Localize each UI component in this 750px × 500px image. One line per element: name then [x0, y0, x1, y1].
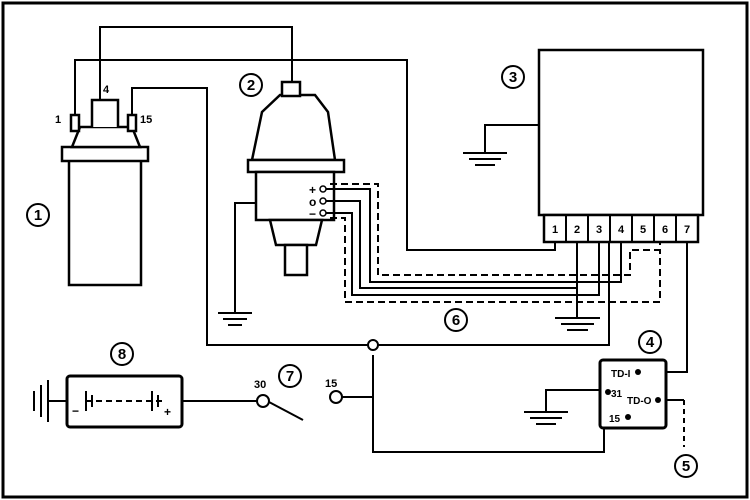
battery-ground: [33, 380, 67, 422]
callout-8: 8: [118, 346, 126, 363]
switch-terminal-30-label: 30: [254, 379, 266, 391]
coil-body: [67, 158, 143, 287]
callouts: 1 2 3 4 5 6 7 8: [26, 65, 698, 478]
coil-terminal-1-label: 1: [55, 114, 61, 126]
callout-3: 3: [509, 69, 517, 86]
coil-collar: [60, 145, 150, 163]
switch-terminal-15-label: 15: [325, 378, 337, 390]
control-unit-body: [537, 48, 705, 217]
switch-terminal-30: [256, 394, 270, 408]
distributor-collar: [246, 158, 346, 174]
module-ground: [524, 389, 600, 425]
callout-6-circle: [444, 308, 468, 332]
coil-terminal-4-label: 4: [103, 84, 110, 96]
callout-5-circle: [674, 454, 698, 478]
coil-terminal-1-post: [69, 113, 81, 133]
control-unit-pin-dividers: [565, 215, 677, 242]
distributor-center-tower: [280, 80, 302, 98]
distributor-ground: [218, 202, 256, 326]
wire-ht-coil-to-distributor: [99, 26, 293, 100]
module-label-15: 15: [609, 414, 621, 425]
module-body: [598, 358, 668, 430]
wiring: [74, 26, 688, 453]
callout-2: 2: [247, 77, 255, 94]
callout-3-circle: [501, 65, 525, 89]
callout-6: 6: [452, 312, 460, 329]
callout-4-circle: [638, 330, 662, 354]
distributor-minus-sign: −: [309, 207, 316, 221]
switch-terminal-15: [329, 390, 343, 404]
callout-7: 7: [286, 368, 294, 385]
ecu-pin-2: 2: [574, 224, 580, 236]
distributor-base: [268, 218, 324, 247]
ecu-pin-1: 1: [552, 224, 558, 236]
wire-coil-1-to-ecu-1: [74, 59, 556, 251]
callout-1: 1: [34, 207, 42, 224]
ecu-pin-3: 3: [596, 224, 602, 236]
switch-lever: [268, 401, 304, 421]
coil-terminal-15-post: [126, 113, 138, 133]
distributor-terminal: [319, 185, 327, 193]
coil-tower: [90, 98, 120, 127]
wire-switch-to-module-15: [342, 396, 605, 453]
control-unit-connector: [542, 213, 700, 244]
callout-4: 4: [646, 334, 655, 351]
battery-minus-label: −: [72, 404, 79, 418]
ignition-module: TD-I TD-O 31 15: [598, 358, 668, 430]
callout-7-circle: [278, 364, 302, 388]
ignition-switch: [256, 390, 343, 421]
distributor-shaft: [283, 243, 309, 277]
module-terminal-td-o: [655, 397, 661, 403]
module-label-td-i: TD-I: [611, 369, 631, 380]
module-terminal-td-i: [635, 369, 641, 375]
module-terminal-15: [625, 414, 631, 420]
wire-supply-continue: [378, 242, 610, 346]
coil-terminal-15-label: 15: [140, 114, 152, 126]
wire-sensor-o: [326, 200, 578, 289]
control-unit-pin-labels: 1 2 3 4 5 6 7: [552, 224, 690, 236]
ecu-pin-4: 4: [618, 224, 625, 236]
distributor-plus-sign: +: [309, 183, 316, 197]
callout-8-circle: [110, 342, 134, 366]
wire-coil-15-to-supply: [131, 87, 368, 346]
wire-sensor-plus: [326, 188, 622, 283]
control-unit-ground: [463, 124, 539, 166]
callout-5: 5: [682, 458, 690, 475]
distributor-terminal: [319, 197, 327, 205]
module-label-31: 31: [611, 389, 623, 400]
wire-crossover: [367, 339, 379, 351]
battery-plus-label: +: [164, 405, 171, 419]
distributor: [246, 80, 346, 277]
ignition-coil: [60, 98, 150, 287]
battery-case: [65, 374, 184, 429]
ecu-pin-5: 5: [640, 224, 646, 236]
callout-1-circle: [26, 203, 50, 227]
distributor-cap: [250, 93, 337, 162]
ecu-pin-7: 7: [684, 224, 690, 236]
distributor-o-sign: o: [309, 195, 316, 209]
distributor-terminal: [319, 209, 327, 217]
battery: − +: [65, 374, 184, 429]
control-unit: [537, 48, 705, 244]
ecu-pin-6: 6: [662, 224, 668, 236]
wire-sensor-minus: [326, 212, 600, 296]
sensor-cable-shield: [330, 183, 661, 303]
callout-2-circle: [239, 73, 263, 97]
module-label-td-o: TD-O: [627, 396, 652, 407]
module-terminal-31: [605, 389, 611, 395]
